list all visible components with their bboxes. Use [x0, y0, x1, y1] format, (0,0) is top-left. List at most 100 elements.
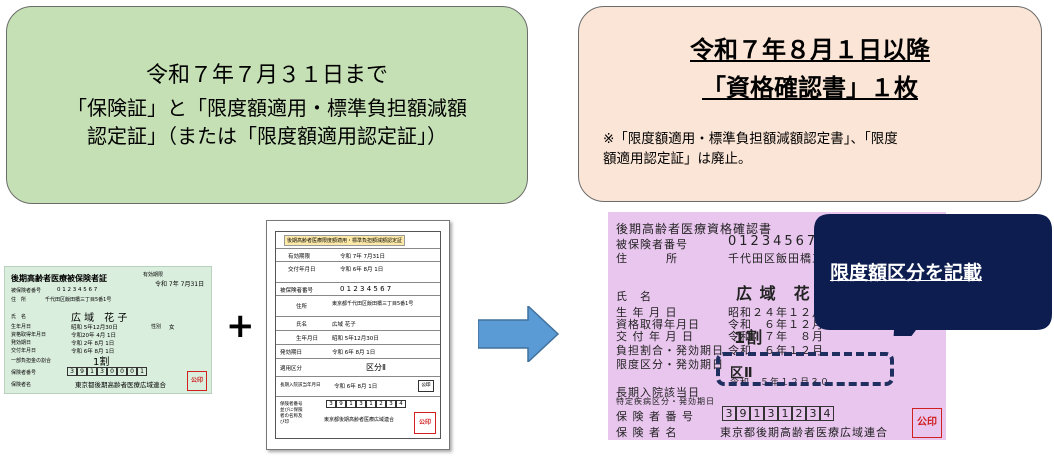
lc-insurer-digit: 1 — [346, 400, 356, 408]
ic-insurer-digit: 1 — [87, 367, 97, 376]
qc-name-label: 氏 名 — [616, 290, 652, 303]
qc-qual-value: 令和 ６年１２月 — [728, 318, 824, 331]
deadline-text: 令和７年７月３１日まで — [145, 63, 388, 88]
ic-insurer-digit: 9 — [77, 367, 87, 376]
callout-text: 限度額区分を記載 — [830, 262, 983, 284]
ic-qual-value: 令和20年 4月 1日 — [71, 333, 116, 339]
abolition-note-line-2: 額適用認定証」は廃止。 — [603, 151, 752, 167]
lc-address-label: 住所 — [296, 304, 308, 310]
lc-number-value: 0 1 2 3 4 5 6 7 — [340, 285, 392, 293]
lc-divider — [276, 358, 440, 359]
lc-address-value: 東京都千代田区飯田橋三丁目5番1号 — [332, 301, 414, 307]
ic-qual-label: 資格取得年月日 — [11, 332, 47, 338]
limit-category-highlight — [716, 352, 894, 386]
limit-certificate-frame: 後期高齢者医療限度額適用・標準負担額減額認定証 有効期限 令和 7年 7月31日… — [275, 231, 441, 439]
qc-insurer-name: 東京都後期高齢者医療広域連合 — [720, 426, 888, 439]
qc-insurer-digit: 3 — [806, 406, 820, 421]
lc-divider — [276, 295, 440, 296]
qc-special-label: 特定疾病区分・発効期日 — [616, 397, 715, 406]
ic-start-label: 発効期日 — [11, 340, 32, 346]
lc-insurer-digit: 9 — [336, 400, 346, 408]
qc-insurer-digit: 2 — [792, 406, 806, 421]
callout-bubble — [814, 214, 1052, 336]
qc-insurer-digit: 1 — [778, 406, 792, 421]
qc-limit-value: 区Ⅱ — [730, 366, 754, 381]
limit-certificate-document: 後期高齢者医療限度額適用・標準負担額減額認定証 有効期限 令和 7年 7月31日… — [266, 220, 450, 450]
qc-qual-label: 資格取得年月日 — [616, 318, 700, 331]
qc-birth-value: 昭和２４年１２月 — [728, 306, 824, 319]
lc-insurer-digit: 3 — [356, 400, 366, 408]
qc-insurer-digit: 1 — [750, 406, 764, 421]
ic-name-value: 広 域 花 子 — [71, 313, 128, 324]
documents-line-2: 認定証」（または「限度額適用認定証」） — [87, 124, 447, 148]
ic-share-value: 1割 — [93, 357, 110, 368]
lc-issue-label: 交付年月日 — [288, 267, 316, 273]
ic-insurer-digit: 0 — [117, 367, 127, 376]
ic-validity-value: 令和 7年 7月31日 — [155, 281, 205, 288]
lc-start-value: 令和 6年 8月 1日 — [332, 350, 376, 356]
lc-official-seal: 公印 — [414, 412, 436, 434]
qc-limit-label: 限度区分・発効期日 — [616, 358, 724, 371]
qc-insurer-digit: 3 — [764, 406, 778, 421]
lc-issue-value: 令和 6年 8月 1日 — [340, 267, 384, 273]
qc-issue-label: 交 付 年 月 日 — [616, 330, 694, 343]
qc-official-seal: 公印 — [912, 408, 942, 438]
qc-title: 後期高齢者医療資格確認書 — [616, 222, 773, 236]
insurance-card-title: 後期高齢者医療被保険者証 — [11, 274, 107, 283]
qc-address-label: 住 所 — [616, 252, 691, 265]
qc-number-label: 被保険者番号 — [616, 238, 688, 251]
lc-validity-value: 令和 7年 7月31日 — [340, 254, 385, 260]
qc-number-value: 01234567 — [728, 234, 819, 249]
lc-divider — [276, 396, 440, 397]
ic-insurer-digit: 3 — [67, 367, 77, 376]
ic-insurer-digit: 0 — [127, 367, 137, 376]
qc-issue-value: 令和 ７年 ８月 — [728, 330, 824, 343]
ic-number-value: 0 1 2 3 4 5 6 7 — [57, 287, 98, 293]
before-deadline-box: 令和７年７月３１日まで 「保険証」と「限度額適用・標準負担額減額 認定証」（また… — [6, 6, 528, 204]
ic-start-value: 令和 2年 8月 1日 — [71, 341, 115, 347]
lc-divider — [276, 330, 440, 331]
ic-official-seal: 公印 — [187, 371, 207, 391]
lc-insurer-digit: 3 — [326, 400, 336, 408]
qc-insurer-digit: 4 — [820, 406, 834, 421]
lc-validity-label: 有効期限 — [288, 254, 311, 260]
lc-divider — [276, 344, 440, 345]
lc-divider — [276, 248, 440, 249]
qc-insurer-digit: 3 — [722, 406, 736, 421]
qc-insurer-name-label: 保 険 者 名 — [616, 426, 678, 439]
after-date-box: 令和７年８月１日以降 「資格確認書」１枚 ※「限度額適用・標準負担額減額認定書」… — [578, 6, 1042, 202]
ic-insurer-name: 東京都後期高齢者医療広域連合 — [75, 381, 166, 389]
lc-insurer-digit: 1 — [366, 400, 376, 408]
lc-start-label: 発効期日 — [280, 350, 303, 356]
after-date-title: 令和７年８月１日以降 — [690, 36, 930, 64]
lc-birth-label: 生年月日 — [296, 336, 319, 342]
lc-name-value: 広域 花子 — [332, 322, 356, 328]
ic-name-label: 氏 名 — [11, 314, 27, 320]
lc-long-stay-label: 長期入院該当年月日 — [280, 383, 321, 388]
qualification-certificate-title: 「資格確認書」１枚 — [702, 74, 918, 102]
plus-sign: + — [226, 306, 255, 346]
lc-insurer-digit: 2 — [376, 400, 386, 408]
qc-insurer-label: 保 険 者 番 号 — [616, 410, 694, 423]
ic-insurer-label: 保険者番号 — [11, 370, 37, 376]
ic-gender-value: 女 — [169, 325, 175, 331]
lc-number-label: 被保険者番号 — [280, 288, 314, 294]
lc-divider — [276, 261, 440, 262]
ic-gender-label: 性別 — [151, 324, 162, 330]
ic-insurer-digit: 3 — [97, 367, 107, 376]
ic-share-label: 一部負担金の割合 — [11, 358, 52, 364]
abolition-note-line-1: ※「限度額適用・標準負担額減額認定書」、「限度 — [603, 131, 898, 147]
qc-name-value: 広 域 花 — [736, 284, 811, 303]
lc-insurer-label: 保険者番号並びに保険者の名称及び印 — [280, 402, 303, 425]
ic-insurer-digit: 1 — [137, 367, 147, 376]
ic-validity-label: 有効期限 — [143, 272, 164, 278]
ic-address-label: 住 所 — [11, 297, 27, 303]
lc-title: 後期高齢者医療限度額適用・標準負担額減額認定証 — [284, 235, 406, 246]
lc-insurer-name: 東京都後期高齢者医療広域連合 — [324, 417, 395, 423]
ic-issue-value: 令和 6年 8月 1日 — [71, 349, 115, 355]
lc-birth-value: 昭和 5年12月30日 — [332, 336, 379, 342]
lc-divider — [276, 282, 440, 283]
ic-birth-label: 生年月日 — [11, 324, 32, 330]
